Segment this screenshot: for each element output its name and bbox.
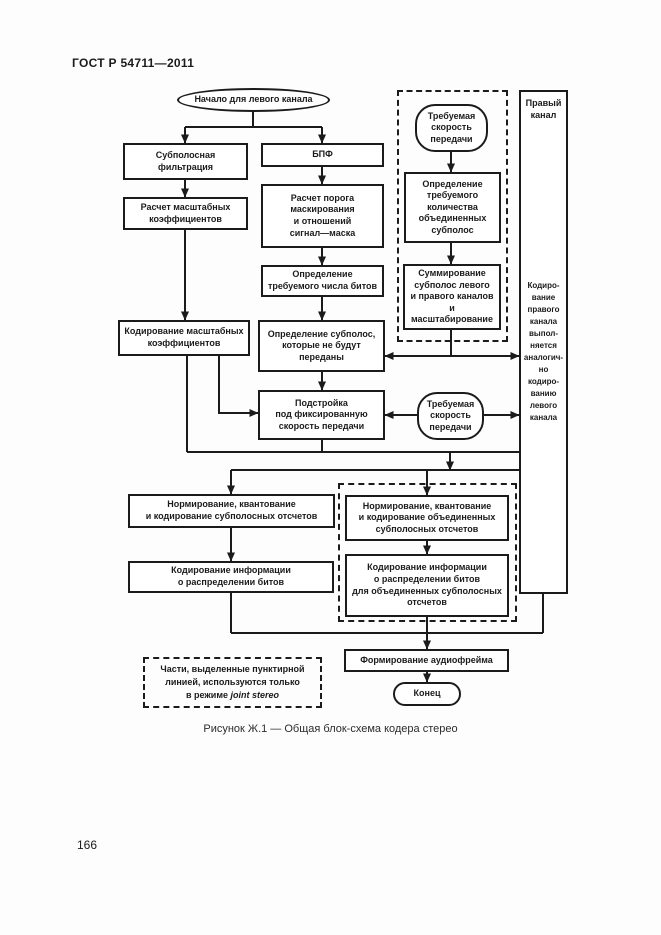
joint-stereo-note-text: Части, выделенные пунктирной линией, исп… — [160, 663, 305, 701]
joint-stereo-note-italic: joint stereo — [230, 690, 279, 701]
required-rate-terminator-top: Требуемая скорость передачи — [415, 104, 488, 152]
joint-bit-allocation-box: Кодирование информации о распределении б… — [345, 554, 509, 617]
joint-stereo-dashed-group-top — [397, 90, 508, 342]
joint-samples-coding-box: Нормирование, квантование и кодирование … — [345, 495, 509, 541]
bit-allocation-coding-box: Кодирование информации о распределении б… — [128, 561, 334, 593]
masking-threshold-box: Расчет порога маскирования и отношений с… — [261, 184, 384, 248]
audio-frame-box: Формирование аудиофрейма — [344, 649, 509, 672]
page-number: 166 — [77, 838, 98, 852]
subbands-sum-box: Суммирование субполос левого и правого к… — [403, 264, 501, 330]
skipped-subbands-box: Определение субполос, которые не будут п… — [258, 320, 385, 372]
fixed-rate-adjust-box: Подстройка под фиксированную скорость пе… — [258, 390, 385, 440]
right-channel-note: Кодиро- вание правого канала выпол- няет… — [523, 281, 564, 422]
gost-header: ГОСТ Р 54711—2011 — [72, 56, 195, 70]
start-terminator: Начало для левого канала — [177, 88, 330, 112]
connector-arrow — [218, 356, 259, 417]
required-rate-terminator-mid: Требуемая скорость передачи — [417, 392, 484, 440]
required-bits-box: Определение требуемого числа битов — [261, 265, 384, 297]
joint-subbands-count-box: Определение требуемого количества объеди… — [404, 172, 501, 243]
subband-filtering-box: Субполосная фильтрация — [123, 143, 248, 180]
end-terminator: Конец — [393, 682, 461, 706]
joint-stereo-dashed-group-bottom — [338, 483, 517, 622]
right-channel-panel: Правый канал Кодиро- вание правого канал… — [519, 90, 568, 594]
figure-caption: Рисунок Ж.1 — Общая блок-схема кодера ст… — [203, 723, 458, 735]
fft-box: БПФ — [261, 143, 384, 167]
subband-samples-coding-box: Нормирование, квантование и кодирование … — [128, 494, 335, 528]
scale-factors-calc-box: Расчет масштабных коэффициентов — [123, 197, 248, 230]
right-channel-title: Правый канал — [525, 98, 562, 120]
scale-factors-coding-box: Кодирование масштабных коэффициентов — [118, 320, 250, 356]
joint-stereo-note: Части, выделенные пунктирной линией, исп… — [143, 657, 322, 708]
